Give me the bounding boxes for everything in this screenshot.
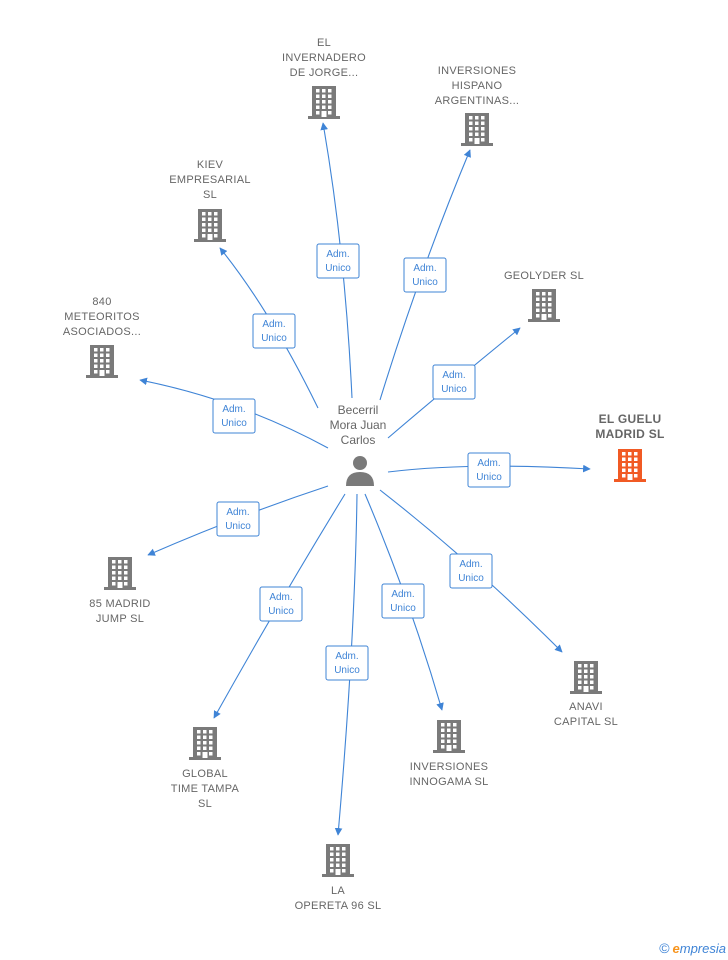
person-icon <box>346 456 374 486</box>
edge-role-badge-inversiones-innogama[interactable]: Adm.Unico <box>381 583 425 619</box>
company-node-geolyder[interactable]: GEOLYDER SL <box>504 270 584 322</box>
edge-label-text: Adm.Unico <box>441 370 467 395</box>
brand-name: mpresia <box>679 941 726 956</box>
company-label: GEOLYDER SL <box>504 270 584 282</box>
edge-label-text: Adm.Unico <box>390 589 416 614</box>
edge-label-text: Adm.Unico <box>412 263 438 288</box>
edge-role-badge-el-guelu-madrid[interactable]: Adm.Unico <box>467 452 511 488</box>
building-icon <box>528 289 560 322</box>
building-icon <box>104 557 136 590</box>
footer-brand[interactable]: ©empresia <box>659 940 726 956</box>
building-icon <box>86 345 118 378</box>
copyright-icon: © <box>659 940 670 956</box>
edge-label-text: Adm.Unico <box>225 507 251 532</box>
brand-initial: e <box>672 941 680 956</box>
edge-label-text: Adm.Unico <box>334 651 360 676</box>
edge-label-text: Adm.Unico <box>458 559 484 584</box>
building-icon <box>433 720 465 753</box>
edge-label-text: Adm.Unico <box>325 249 351 274</box>
building-icon <box>308 86 340 119</box>
edge-role-badge-anavi-capital[interactable]: Adm.Unico <box>449 553 493 589</box>
edge-role-badge-geolyder[interactable]: Adm.Unico <box>432 364 476 400</box>
edge-label-text: Adm.Unico <box>221 404 247 429</box>
building-icon <box>194 209 226 242</box>
edge-role-badge-inversiones-hispano[interactable]: Adm.Unico <box>403 257 447 293</box>
edge-role-badge-global-time-tampa[interactable]: Adm.Unico <box>259 586 303 622</box>
edge-label-text: Adm.Unico <box>261 319 287 344</box>
edge-role-badge-840-meteoritos[interactable]: Adm.Unico <box>212 398 256 434</box>
edge-role-badge-kiev-empresarial[interactable]: Adm.Unico <box>252 313 296 349</box>
building-icon <box>570 661 602 694</box>
edge-label-text: Adm.Unico <box>476 458 502 483</box>
edge-role-badge-la-opereta-96[interactable]: Adm.Unico <box>325 645 369 681</box>
edge-role-badge-85-madrid-jump[interactable]: Adm.Unico <box>216 501 260 537</box>
building-icon <box>322 844 354 877</box>
edge-role-badge-el-invernadero[interactable]: Adm.Unico <box>316 243 360 279</box>
edge-label-text: Adm.Unico <box>268 592 294 617</box>
building-icon <box>189 727 221 760</box>
building-icon <box>461 113 493 146</box>
building-icon <box>614 449 646 482</box>
